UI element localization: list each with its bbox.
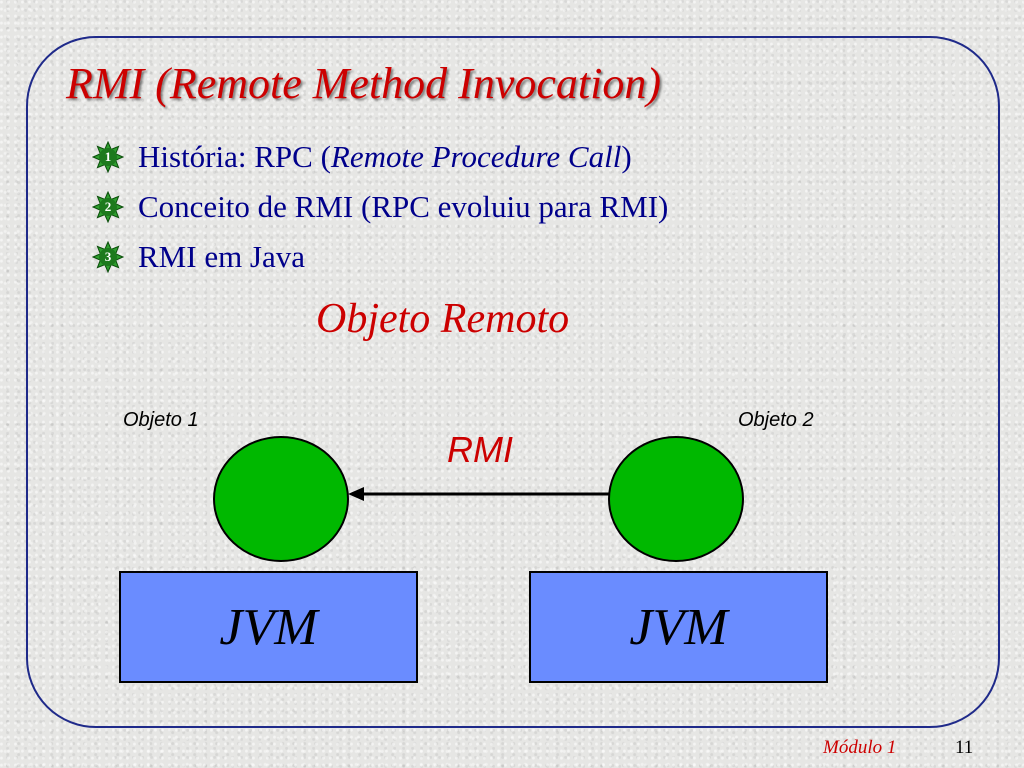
bullet-number: 3 [104,249,112,264]
object-1-node [213,436,349,562]
bullet-text: Conceito de RMI (RPC evoluiu para RMI) [138,189,669,224]
bullet-item-3: 3 RMI em Java [92,237,305,277]
slide-title: RMI (Remote Method Invocation) [66,59,661,108]
star-badge-icon: 3 [92,241,124,273]
object-2-node [608,436,744,562]
object-1-label: Objeto 1 [123,409,199,431]
bullet-text-prefix: História: RPC ( [138,139,331,174]
rmi-arrow [348,487,610,501]
bullet-item-1: 1 História: RPC (Remote Procedure Call) [92,137,632,177]
arrow-head [348,487,364,501]
bullet-number: 2 [104,199,112,214]
section-subtitle: Objeto Remoto [316,296,570,342]
slide-frame [26,36,1000,728]
bullet-number: 1 [104,149,112,164]
bullet-item-2: 2 Conceito de RMI (RPC evoluiu para RMI) [92,187,668,227]
jvm-2-box: JVM [529,571,828,683]
footer-module-label: Módulo 1 [823,737,897,758]
star-badge-icon: 1 [92,141,124,173]
bullet-text-emphasis: Remote Procedure Call [330,139,622,174]
star-badge-icon: 2 [92,191,124,223]
bullet-text: História: RPC (Remote Procedure Call) [138,139,632,175]
jvm-1-box: JVM [119,571,418,683]
bullet-text: RMI em Java [138,239,306,274]
object-2-label: Objeto 2 [738,409,814,431]
rmi-link-label: RMI [447,429,513,470]
bullet-text-suffix: ) [621,139,632,174]
footer-page-number: 11 [955,737,974,758]
